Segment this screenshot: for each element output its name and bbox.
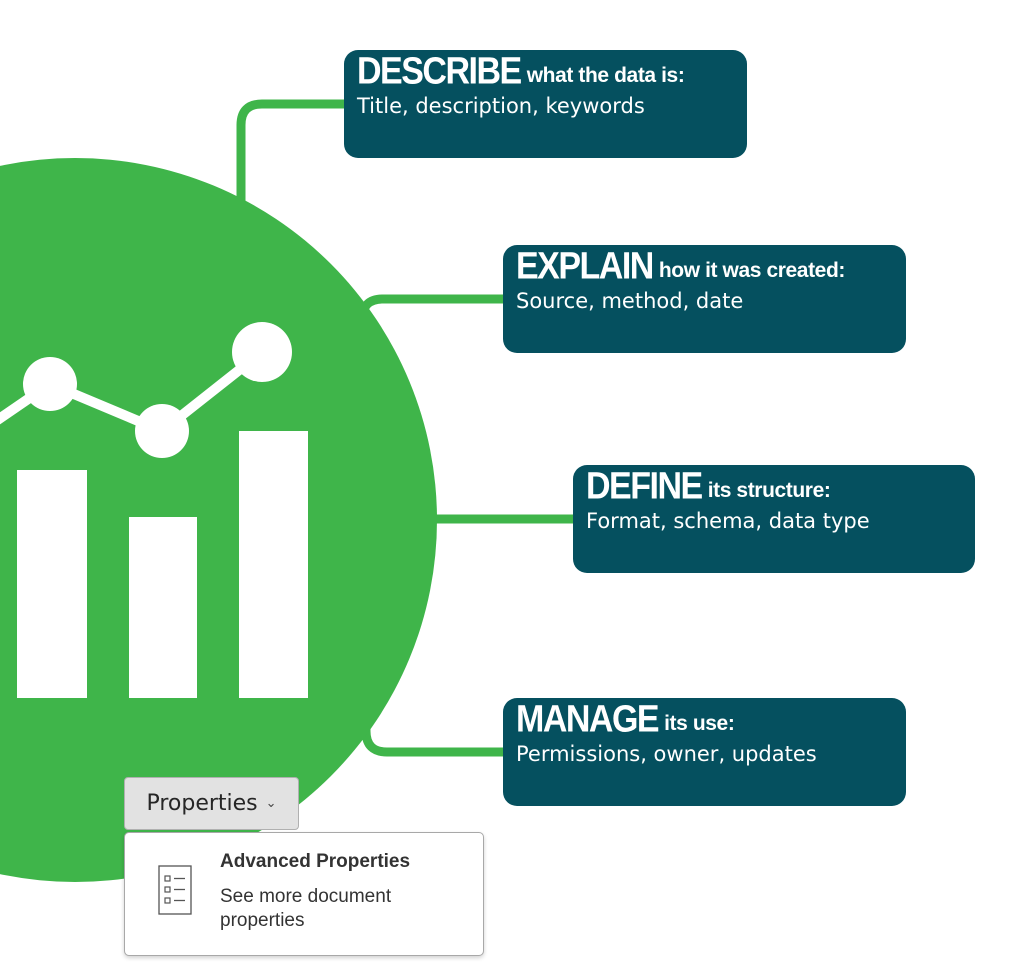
chart-icon-bar-1 bbox=[17, 470, 87, 698]
chart-icon-point-2 bbox=[135, 404, 189, 458]
chart-icon-bar-2 bbox=[129, 517, 197, 698]
chevron-down-icon: ⌄ bbox=[265, 796, 277, 811]
card-detail: Permissions, owner, updates bbox=[516, 742, 817, 766]
properties-menu: Advanced Properties See more document pr… bbox=[124, 832, 484, 956]
card-keyword: DESCRIBE bbox=[357, 49, 522, 93]
chart-icon-point-1 bbox=[23, 357, 77, 411]
card-keyword: EXPLAIN bbox=[516, 244, 654, 288]
connector-manage bbox=[361, 700, 503, 757]
bar-line-chart-icon bbox=[0, 158, 437, 882]
properties-list-icon bbox=[158, 865, 192, 915]
card-tail: its use: bbox=[664, 712, 735, 735]
chart-icon-bar-3 bbox=[239, 431, 308, 698]
card-keyword: DEFINE bbox=[586, 464, 703, 508]
chart-icon-trend-line bbox=[0, 348, 266, 436]
menu-item-title: Advanced Properties bbox=[220, 851, 411, 872]
connector-describe bbox=[236, 99, 344, 250]
card-detail: Format, schema, data type bbox=[586, 509, 870, 533]
card-tail: how it was created: bbox=[658, 259, 846, 282]
properties-button-label: Properties bbox=[146, 791, 258, 816]
chart-icon-circle bbox=[0, 158, 437, 882]
card-keyword: MANAGE bbox=[516, 697, 660, 741]
menu-item-description: See more document properties bbox=[220, 886, 392, 931]
properties-button[interactable]: Properties ⌄ bbox=[124, 777, 299, 830]
card-tail: its structure: bbox=[707, 479, 831, 502]
card-tail: what the data is: bbox=[526, 64, 685, 87]
card-detail: Title, description, keywords bbox=[357, 94, 645, 118]
card-detail: Source, method, date bbox=[516, 289, 744, 313]
menu-item-advanced-properties[interactable]: Advanced Properties See more document pr… bbox=[125, 833, 483, 955]
chart-icon-point-3 bbox=[232, 322, 292, 382]
connector-explain bbox=[357, 294, 503, 330]
